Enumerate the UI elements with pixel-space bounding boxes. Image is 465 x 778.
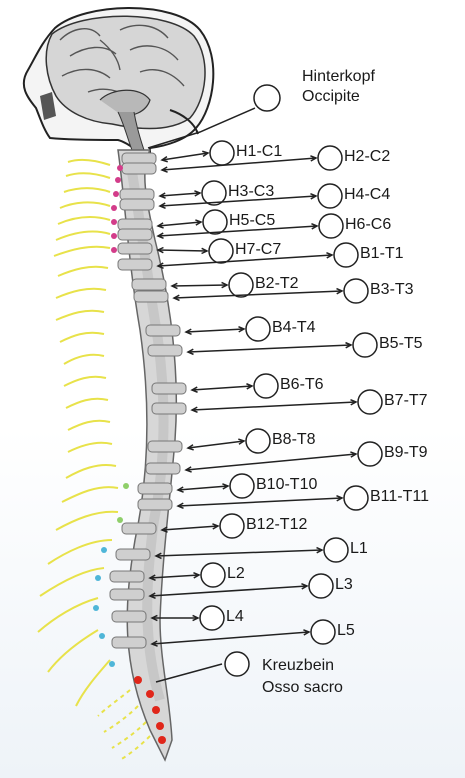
vertebra-arrow-b12-t12: [162, 514, 244, 538]
vertebra-arrow-l4: [152, 606, 224, 630]
vertebra-block: [138, 483, 172, 494]
sacrum-pointer: [156, 652, 249, 682]
vertebral-column: [118, 150, 176, 760]
vertebra-marker-circle: [229, 273, 253, 297]
vertebra-block: [118, 219, 152, 230]
vertebra-label-h6-c6: H6-C6: [345, 216, 391, 234]
vertebra-label-h3-c3: H3-C3: [228, 183, 274, 201]
vertebra-marker-circle: [318, 146, 342, 170]
vertebra-label-b4-t4: B4-T4: [272, 319, 316, 337]
vertebra-block: [110, 589, 144, 600]
vertebra-label-h1-c1: H1-C1: [236, 143, 282, 161]
vertebra-label-l5: L5: [337, 622, 355, 640]
vertebra-label-b6-t6: B6-T6: [280, 376, 324, 394]
vertebra-block: [152, 403, 186, 414]
vertebra-label-h7-c7: H7-C7: [235, 241, 281, 259]
vertebra-label-b5-t5: B5-T5: [379, 335, 423, 353]
vertebra-arrow-b8-t8: [188, 429, 270, 453]
vertebra-arrow-b4-t4: [186, 317, 270, 341]
sacrum-label-line1: Kreuzbein: [262, 657, 334, 675]
vertebra-marker-circle: [344, 279, 368, 303]
head-label-line2: Occipite: [302, 88, 360, 106]
vertebra-marker-circle: [209, 239, 233, 263]
vertebra-marker-circle: [203, 210, 227, 234]
vertebra-marker-circle: [324, 538, 348, 562]
vertebra-block: [118, 229, 152, 240]
vertebra-arrow-b10-t10: [178, 474, 254, 498]
vertebra-block: [110, 571, 144, 582]
vertebra-marker-circle: [353, 333, 377, 357]
vertebra-marker-circle: [334, 243, 358, 267]
vertebra-marker-circle: [309, 574, 333, 598]
vertebra-marker-circle: [358, 442, 382, 466]
vertebra-label-l3: L3: [335, 576, 353, 594]
vertebra-block: [122, 523, 156, 534]
vertebra-marker-circle: [254, 374, 278, 398]
head-label-line1: Hinterkopf: [302, 68, 375, 86]
vertebra-block: [118, 243, 152, 254]
vertebra-marker-circle: [246, 429, 270, 453]
vertebra-block: [146, 325, 180, 336]
vertebra-label-b2-t2: B2-T2: [255, 275, 299, 293]
vertebra-marker-circle: [246, 317, 270, 341]
vertebra-block: [134, 291, 168, 302]
vertebra-arrow-h5-c5: [158, 210, 227, 234]
vertebra-marker-circle: [319, 214, 343, 238]
vertebra-marker-circle: [311, 620, 335, 644]
vertebra-label-b9-t9: B9-T9: [384, 444, 428, 462]
vertebra-label-l4: L4: [226, 608, 244, 626]
vertebra-block: [152, 383, 186, 394]
vertebra-block: [132, 279, 166, 290]
vertebra-arrow-h3-c3: [160, 181, 226, 205]
vertebra-label-b8-t8: B8-T8: [272, 431, 316, 449]
vertebra-label-b11-t11: B11-T11: [370, 488, 429, 506]
vertebra-block: [148, 441, 182, 452]
vertebra-arrow-b6-t6: [192, 374, 278, 398]
vertebra-label-l2: L2: [227, 565, 245, 583]
vertebra-label-b1-t1: B1-T1: [360, 245, 404, 263]
vertebra-block: [118, 259, 152, 270]
vertebra-block: [112, 611, 146, 622]
vertebra-marker-circle: [318, 184, 342, 208]
vertebra-block: [122, 153, 156, 164]
vertebra-block: [120, 199, 154, 210]
vertebra-label-b3-t3: B3-T3: [370, 281, 414, 299]
vertebra-block: [112, 637, 146, 648]
vertebra-label-h5-c5: H5-C5: [229, 212, 275, 230]
vertebra-marker-circle: [358, 390, 382, 414]
vertebra-label-b10-t10: B10-T10: [256, 476, 317, 494]
sacrum-label-line2: Osso sacro: [262, 679, 343, 697]
vertebra-block: [122, 163, 156, 174]
head-illustration: [24, 8, 214, 158]
vertebra-arrow-h1-c1: [162, 141, 234, 165]
vertebra-label-l1: L1: [350, 540, 368, 558]
vertebra-marker-circle: [200, 606, 224, 630]
vertebra-arrow-b2-t2: [172, 273, 253, 297]
vertebra-arrow-l1: [156, 538, 348, 562]
vertebra-label-b7-t7: B7-T7: [384, 392, 428, 410]
vertebra-label-b12-t12: B12-T12: [246, 516, 307, 534]
vertebra-block: [148, 345, 182, 356]
vertebra-block: [138, 499, 172, 510]
vertebra-block: [120, 189, 154, 200]
vertebra-marker-circle: [230, 474, 254, 498]
vertebra-block: [116, 549, 150, 560]
vertebra-arrow-h7-c7: [158, 239, 233, 263]
vertebra-marker-circle: [220, 514, 244, 538]
vertebra-label-h2-c2: H2-C2: [344, 148, 390, 166]
vertebra-marker-circle: [210, 141, 234, 165]
vertebra-marker-circle: [344, 486, 368, 510]
vertebra-marker-circle: [201, 563, 225, 587]
vertebra-block: [146, 463, 180, 474]
vertebra-label-h4-c4: H4-C4: [344, 186, 390, 204]
